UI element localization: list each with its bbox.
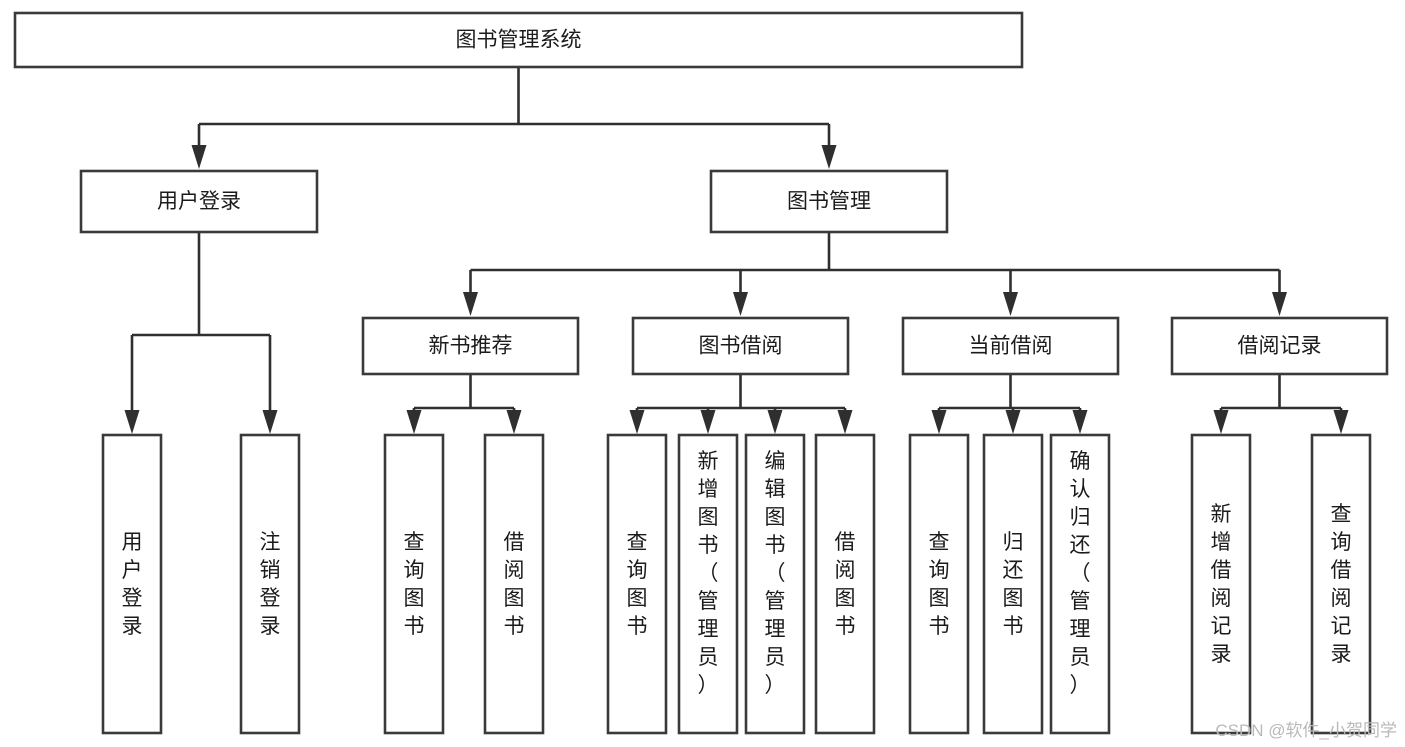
node-label-user-login: 用户登录 [157,190,241,213]
node-leaf-edit-book[interactable]: 编辑图书（管理员） [744,433,806,735]
node-leaf-query-book-borrow[interactable]: 查询图书 [606,433,668,735]
node-box-leaf-query-book-rec [383,433,445,735]
arrow-head-icon [821,145,837,169]
arrow-head-icon [733,292,748,316]
node-book-manage[interactable]: 图书管理 [709,169,949,234]
node-box-leaf-user-logout [239,433,301,735]
node-leaf-add-record[interactable]: 新增借阅记录 [1190,433,1252,735]
node-book-borrow[interactable]: 图书借阅 [631,316,850,376]
node-box-leaf-user-login [101,433,163,735]
node-label-leaf-user-logout: 注销登录 [260,531,281,638]
node-label-leaf-edit-book: 编辑图书（管理员） [765,450,786,697]
node-box-leaf-add-book [677,433,739,735]
node-label-book-manage: 图书管理 [787,190,871,213]
node-box-new-book-rec [361,316,580,376]
node-label-leaf-return-book: 归还图书 [1003,531,1024,638]
arrow-head-icon [700,410,716,434]
node-leaf-add-book[interactable]: 新增图书（管理员） [677,433,739,735]
node-label-leaf-query-book-borrow: 查询图书 [627,531,648,638]
arrow-head-icon [837,410,853,434]
node-leaf-query-book-current[interactable]: 查询图书 [908,433,970,735]
node-label-borrow-record: 借阅记录 [1238,335,1322,358]
arrow-head-icon [1272,292,1287,316]
node-box-leaf-add-record [1190,433,1252,735]
arrow-head-icon [463,292,478,316]
node-box-leaf-query-book-borrow [606,433,668,735]
node-box-book-borrow [631,316,850,376]
node-box-leaf-confirm-return [1049,433,1111,735]
node-root[interactable]: 图书管理系统 [13,11,1024,69]
node-label-leaf-query-book-current: 查询图书 [929,531,950,638]
arrow-head-icon [767,410,783,434]
node-label-current-borrow: 当前借阅 [969,335,1053,358]
node-box-user-login [79,169,319,234]
arrow-head-icon [629,410,645,434]
connector-layer [124,67,1349,434]
arrow-head-icon [191,145,207,169]
arrow-head-icon [406,410,422,434]
node-leaf-query-record[interactable]: 查询借阅记录 [1310,433,1372,735]
node-label-leaf-add-book: 新增图书（管理员） [698,450,719,697]
node-label-leaf-user-login: 用户登录 [122,531,143,638]
node-label-book-borrow: 图书借阅 [699,335,783,358]
arrow-head-icon [262,410,278,434]
node-new-book-rec[interactable]: 新书推荐 [361,316,580,376]
node-label-leaf-query-record: 查询借阅记录 [1331,503,1352,666]
node-box-leaf-query-record [1310,433,1372,735]
node-leaf-borrow-book-rec[interactable]: 借阅图书 [483,433,545,735]
node-box-current-borrow [901,316,1120,376]
arrow-head-icon [124,410,140,434]
node-borrow-record[interactable]: 借阅记录 [1170,316,1389,376]
arrow-head-icon [1003,292,1018,316]
node-leaf-borrow-book[interactable]: 借阅图书 [814,433,876,735]
node-leaf-return-book[interactable]: 归还图书 [982,433,1044,735]
node-label-leaf-query-book-rec: 查询图书 [404,531,425,638]
arrow-head-icon [1005,410,1021,434]
arrow-head-icon [506,410,522,434]
node-label-leaf-confirm-return: 确认归还（管理员） [1070,450,1091,697]
arrow-head-icon [1333,410,1349,434]
node-label-leaf-add-record: 新增借阅记录 [1211,503,1232,666]
arrow-head-icon [931,410,947,434]
node-leaf-user-logout[interactable]: 注销登录 [239,433,301,735]
node-box-book-manage [709,169,949,234]
node-label-root: 图书管理系统 [456,29,582,52]
node-label-leaf-borrow-book-rec: 借阅图书 [504,531,525,638]
node-box-leaf-borrow-book [814,433,876,735]
node-box-leaf-return-book [982,433,1044,735]
node-box-leaf-query-book-current [908,433,970,735]
node-current-borrow[interactable]: 当前借阅 [901,316,1120,376]
node-leaf-confirm-return[interactable]: 确认归还（管理员） [1049,433,1111,735]
node-leaf-user-login[interactable]: 用户登录 [101,433,163,735]
node-box-root [13,11,1024,69]
node-label-new-book-rec: 新书推荐 [429,335,513,358]
node-box-borrow-record [1170,316,1389,376]
csdn-watermark: CSDN @软件_小贺同学 [1215,721,1397,740]
node-box-leaf-borrow-book-rec [483,433,545,735]
arrow-head-icon [1213,410,1229,434]
node-label-leaf-borrow-book: 借阅图书 [835,531,856,638]
node-user-login[interactable]: 用户登录 [79,169,319,234]
node-leaf-query-book-rec[interactable]: 查询图书 [383,433,445,735]
node-box-leaf-edit-book [744,433,806,735]
arrow-head-icon [1072,410,1088,434]
node-layer: 图书管理系统用户登录图书管理新书推荐图书借阅当前借阅借阅记录用户登录注销登录查询… [13,11,1389,735]
